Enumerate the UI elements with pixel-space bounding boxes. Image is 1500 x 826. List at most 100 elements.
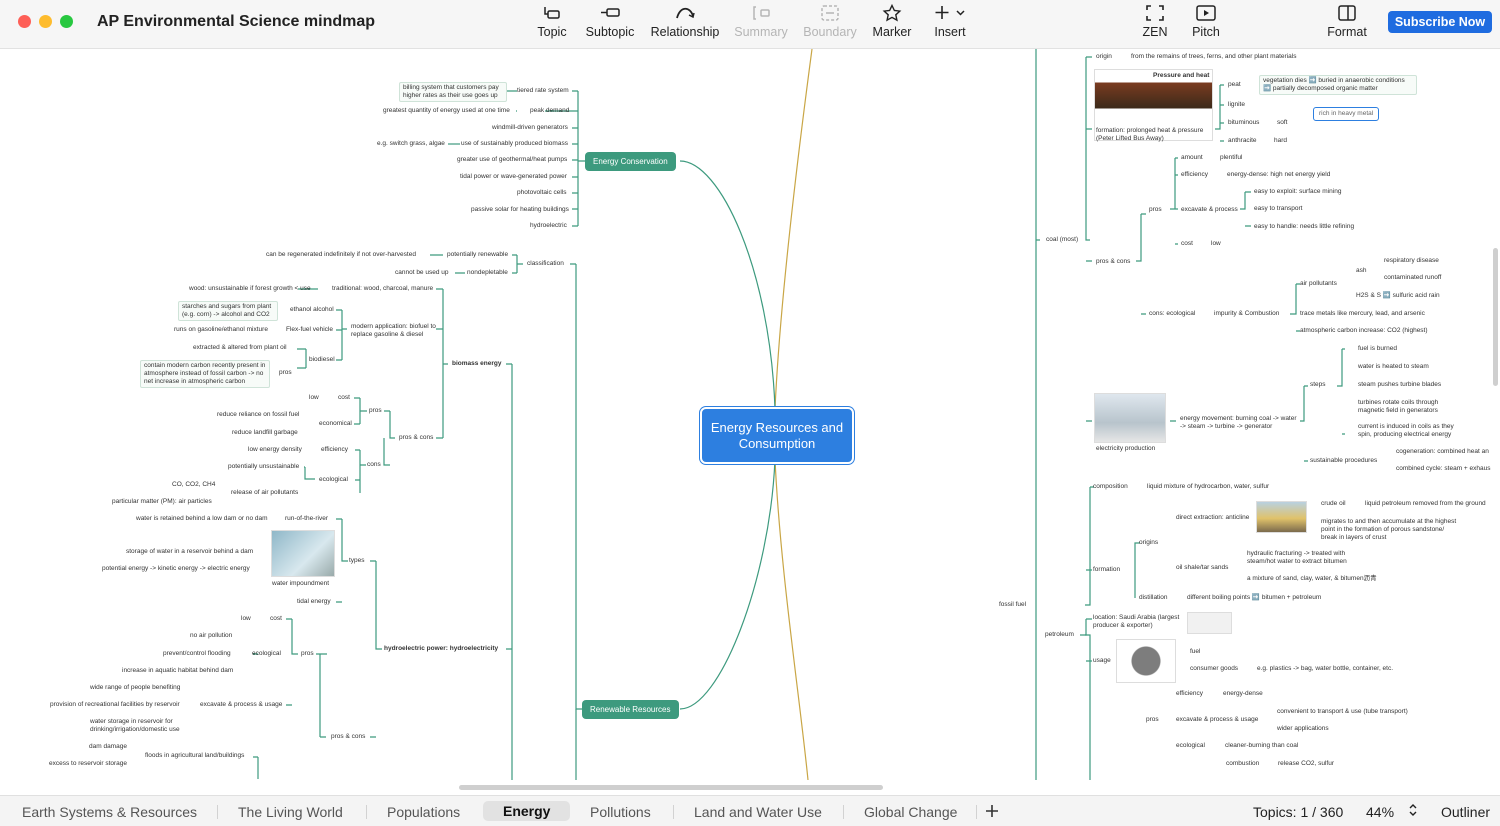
coal-node[interactable]: coal (most) bbox=[1046, 236, 1079, 243]
trace-metals-node[interactable]: trace metals like mercury, lead, and ars… bbox=[1300, 310, 1425, 317]
no-pollution-node[interactable]: no air pollution bbox=[190, 632, 233, 639]
combustion-node[interactable]: combustion bbox=[1226, 760, 1260, 767]
zoom-window-button[interactable] bbox=[60, 15, 73, 28]
pot-renew-node[interactable]: potentially renewable bbox=[447, 251, 509, 258]
add-sheet-button[interactable] bbox=[985, 799, 999, 824]
tab-populations[interactable]: Populations bbox=[387, 804, 461, 820]
energy-conservation-node[interactable]: Energy Conservation bbox=[585, 152, 676, 171]
plastics-node[interactable]: e.g. plastics -> bag, water bottle, cont… bbox=[1257, 665, 1394, 672]
runoff-node[interactable]: contaminated runoff bbox=[1384, 274, 1442, 281]
coal-efficiency-node[interactable]: efficiency bbox=[1181, 171, 1208, 178]
atmospheric-node[interactable]: atmospheric carbon increase: CO2 (highes… bbox=[1300, 327, 1428, 334]
composition-node[interactable]: composition bbox=[1093, 483, 1128, 490]
drinking-node[interactable]: water storage in reservoir for drinking/… bbox=[90, 718, 180, 733]
biodiesel-node[interactable]: biodiesel bbox=[309, 356, 335, 363]
subscribe-button[interactable]: Subscribe Now bbox=[1388, 11, 1492, 33]
landfill-node[interactable]: reduce landfill garbage bbox=[232, 429, 298, 436]
release-co2-node[interactable]: release CO2, sulfur bbox=[1278, 760, 1334, 767]
biomass-low-node[interactable]: low bbox=[309, 394, 319, 401]
biodiesel-pros-node[interactable]: pros bbox=[279, 369, 292, 376]
transport-node[interactable]: easy to transport bbox=[1254, 205, 1303, 212]
coal-formation-node[interactable]: formation: prolonged heat & pressure (Pe… bbox=[1096, 127, 1204, 142]
gases-node[interactable]: CO, CO2, CH4 bbox=[172, 481, 216, 488]
anthracite-node[interactable]: anthracite bbox=[1228, 137, 1257, 144]
heavy-metal-node[interactable]: rich in heavy metal bbox=[1313, 107, 1380, 121]
biomass-cost-node[interactable]: cost bbox=[338, 394, 350, 401]
pitch-button[interactable]: Pitch bbox=[1190, 4, 1222, 39]
run-river-node[interactable]: run-of-the-river bbox=[285, 515, 328, 522]
hydro-excavate-node[interactable]: excavate & process & usage bbox=[200, 701, 283, 708]
soft-node[interactable]: soft bbox=[1277, 119, 1288, 126]
fuel-node[interactable]: fuel bbox=[1190, 648, 1201, 655]
crude-oil-node[interactable]: crude oil bbox=[1321, 500, 1346, 507]
cogeneration-node[interactable]: cogeneration: combined heat an bbox=[1396, 448, 1489, 455]
passive-solar-node[interactable]: passive solar for heating buildings bbox=[471, 206, 569, 213]
tidal-energy-node[interactable]: tidal energy bbox=[297, 598, 331, 605]
people-node[interactable]: wide range of people benefiting bbox=[90, 684, 181, 691]
step3-node[interactable]: steam pushes turbine blades bbox=[1358, 381, 1442, 388]
biomass-ecological-node[interactable]: ecological bbox=[319, 476, 348, 483]
coal-excavate-node[interactable]: excavate & process bbox=[1181, 206, 1238, 213]
format-button[interactable]: Format bbox=[1326, 4, 1368, 39]
direct-extraction-node[interactable]: direct extraction: anticline bbox=[1176, 514, 1250, 521]
summary-button[interactable]: Summary bbox=[734, 4, 788, 39]
tab-energy[interactable]: Energy bbox=[483, 801, 571, 821]
minimize-window-button[interactable] bbox=[39, 15, 52, 28]
tab-land-water[interactable]: Land and Water Use bbox=[694, 804, 822, 820]
marker-button[interactable]: Marker bbox=[871, 4, 913, 39]
tab-earth-systems[interactable]: Earth Systems & Resources bbox=[22, 804, 198, 820]
horizontal-scrollbar[interactable] bbox=[459, 785, 883, 790]
nondep-node[interactable]: nondepletable bbox=[467, 269, 508, 276]
handle-node[interactable]: easy to handle: needs little refining bbox=[1254, 223, 1355, 230]
tidal-node[interactable]: tidal power or wave-generated power bbox=[460, 173, 567, 180]
lignite-node[interactable]: lignite bbox=[1228, 101, 1245, 108]
location-node[interactable]: location: Saudi Arabia (largest producer… bbox=[1093, 614, 1180, 629]
boundary-button[interactable]: Boundary bbox=[802, 4, 858, 39]
hydro-ecological-node[interactable]: ecological bbox=[252, 650, 281, 657]
classification-node[interactable]: classification bbox=[527, 260, 564, 267]
respiratory-node[interactable]: respiratory disease bbox=[1384, 257, 1439, 264]
release-node[interactable]: release of air pollutants bbox=[231, 489, 299, 496]
excess-node[interactable]: excess to reservoir storage bbox=[49, 760, 128, 767]
central-topic[interactable]: Energy Resources and Consumption bbox=[702, 409, 852, 462]
windmill-node[interactable]: windmill-driven generators bbox=[492, 124, 568, 131]
h2s-node[interactable]: H2S & S ➡️ sulfuric acid rain bbox=[1356, 292, 1440, 299]
tiered-desc-node[interactable]: billing system that customers pay higher… bbox=[399, 82, 507, 102]
biomass-use-node[interactable]: use of sustainably produced biomass bbox=[461, 140, 568, 147]
flooding-node[interactable]: prevent/control flooding bbox=[163, 650, 231, 657]
step5-node[interactable]: current is induced in coils as they spin… bbox=[1358, 423, 1454, 438]
peat-desc-node[interactable]: vegetation dies ➡️ buried in anaerobic c… bbox=[1259, 75, 1417, 95]
petro-formation-node[interactable]: formation bbox=[1093, 566, 1121, 573]
energy-movement-node[interactable]: energy movement: burning coal -> water -… bbox=[1180, 415, 1297, 430]
pot-renew-desc-node[interactable]: can be regenerated indefinitely if not o… bbox=[266, 251, 416, 258]
step2-node[interactable]: water is heated to steam bbox=[1358, 363, 1429, 370]
combined-cycle-node[interactable]: combined cycle: steam + exhaus bbox=[1396, 465, 1491, 472]
exploit-node[interactable]: easy to exploit: surface mining bbox=[1254, 188, 1342, 195]
consumer-goods-node[interactable]: consumer goods bbox=[1190, 665, 1239, 672]
step1-node[interactable]: fuel is burned bbox=[1358, 345, 1398, 352]
aquatic-node[interactable]: increase in aquatic habitat behind dam bbox=[122, 667, 234, 674]
crude-desc-node[interactable]: liquid petroleum removed from the ground bbox=[1365, 500, 1486, 507]
peak-node[interactable]: peak demand bbox=[530, 107, 570, 114]
distillation-node[interactable]: distillation bbox=[1139, 594, 1168, 601]
fossil-fuel-node[interactable]: fossil fuel bbox=[999, 601, 1027, 608]
peak-desc-node[interactable]: greatest quantity of energy used at one … bbox=[383, 107, 510, 114]
flex-desc-node[interactable]: runs on gasoline/ethanol mixture bbox=[174, 326, 268, 333]
dam-damage-node[interactable]: dam damage bbox=[89, 743, 127, 750]
biomass-cons-node[interactable]: cons bbox=[367, 461, 381, 468]
coal-cost-node[interactable]: cost bbox=[1181, 240, 1193, 247]
flex-node[interactable]: Flex-fuel vehicle bbox=[286, 326, 333, 333]
reliance-node[interactable]: reduce reliance on fossil fuel bbox=[217, 411, 300, 418]
tiered-node[interactable]: tiered rate system bbox=[517, 87, 569, 94]
tab-global-change[interactable]: Global Change bbox=[864, 804, 958, 820]
ash-node[interactable]: ash bbox=[1356, 267, 1367, 274]
photovoltaic-node[interactable]: photovoltaic cells bbox=[517, 189, 567, 196]
relationship-button[interactable]: Relationship bbox=[650, 4, 720, 39]
zoom-level[interactable]: 44% bbox=[1366, 804, 1395, 820]
composition-desc-node[interactable]: liquid mixture of hydrocarbon, water, su… bbox=[1147, 483, 1270, 490]
sustainable-node[interactable]: sustainable procedures bbox=[1310, 457, 1378, 464]
petro-efficiency-node[interactable]: efficiency bbox=[1176, 690, 1203, 697]
geothermal-node[interactable]: greater use of geothermal/heat pumps bbox=[457, 156, 568, 163]
hydro-low-node[interactable]: low bbox=[241, 615, 251, 622]
floods-node[interactable]: floods in agricultural land/buildings bbox=[145, 752, 245, 759]
